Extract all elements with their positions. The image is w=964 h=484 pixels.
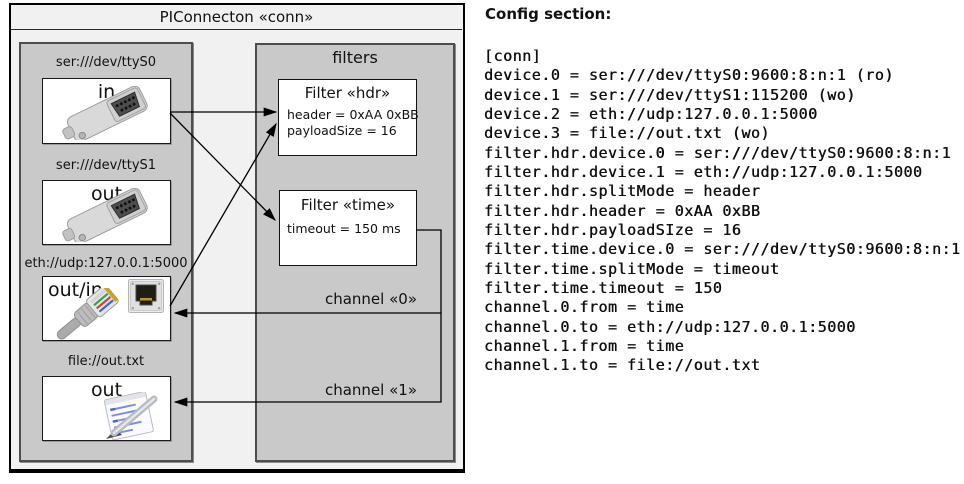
device-direction-eth: out/in [48, 279, 103, 301]
config-line: channel.0.from = time [484, 298, 685, 317]
config-line: filter.time.splitMode = timeout [484, 259, 780, 278]
device-label-ttys1: ser:///dev/ttyS1 [55, 158, 157, 173]
filters-group-title: filters [332, 48, 378, 67]
config-panel: Config section: [conn] device.0 = ser://… [483, 0, 964, 484]
config-line: channel.1.from = time [484, 336, 685, 355]
device-label-ttys0: ser:///dev/ttyS0 [55, 55, 157, 70]
filter-time-attr-timeout: timeout = 150 ms [287, 221, 401, 236]
config-line: [conn] [484, 47, 542, 65]
config-line: channel.1.to = file://out.txt [484, 356, 761, 375]
device-label-file: file://out.txt [67, 354, 145, 369]
filter-hdr-attr-payloadsize: payloadSize = 16 [287, 123, 397, 138]
config-heading: Config section: [485, 5, 612, 23]
notepad-pencil-icon [103, 392, 158, 440]
config-line: filter.time.device.0 = ser:///dev/ttyS0:… [484, 240, 961, 259]
config-line: device.1 = ser:///dev/ttyS1:115200 (wo) [484, 85, 856, 104]
device-label-eth: eth://udp:127.0.0.1:5000 [24, 256, 188, 271]
config-line: filter.hdr.header = 0xAA 0xBB [484, 201, 761, 220]
config-line: device.2 = eth://udp:127.0.0.1:5000 [484, 104, 818, 123]
ethernet-cable-icon [56, 288, 119, 340]
serial-connector-icon [62, 86, 148, 140]
config-line: filter.hdr.device.1 = eth://udp:127.0.0.… [484, 162, 923, 181]
ethernet-port-icon [128, 279, 164, 313]
channel-1-label: channel «1» [324, 381, 417, 399]
config-line: filter.hdr.device.0 = ser:///dev/ttyS0:9… [484, 143, 952, 162]
device-direction-file: out [90, 379, 123, 401]
config-line: filter.hdr.payloadSIze = 16 [484, 220, 742, 239]
filter-hdr-attr-header: header = 0xAA 0xBB [287, 107, 419, 122]
channel-0-label: channel «0» [324, 290, 417, 308]
diagram-title: PIConnecton «conn» [11, 5, 462, 30]
config-line: device.3 = file://out.txt (wo) [484, 124, 770, 143]
config-line: device.0 = ser:///dev/ttyS0:9600:8:n:1 (… [484, 66, 894, 85]
config-line: filter.time.timeout = 150 [484, 278, 723, 297]
filter-hdr-title: Filter «hdr» [304, 84, 391, 102]
config-line: channel.0.to = eth://udp:127.0.0.1:5000 [484, 317, 856, 336]
serial-connector-icon [62, 188, 148, 242]
filter-time-title: Filter «time» [300, 196, 396, 214]
config-line: filter.hdr.splitMode = header [484, 182, 761, 201]
filter-box-hdr [278, 79, 417, 156]
config-listing: [conn] device.0 = ser:///dev/ttyS0:9600:… [484, 47, 963, 376]
